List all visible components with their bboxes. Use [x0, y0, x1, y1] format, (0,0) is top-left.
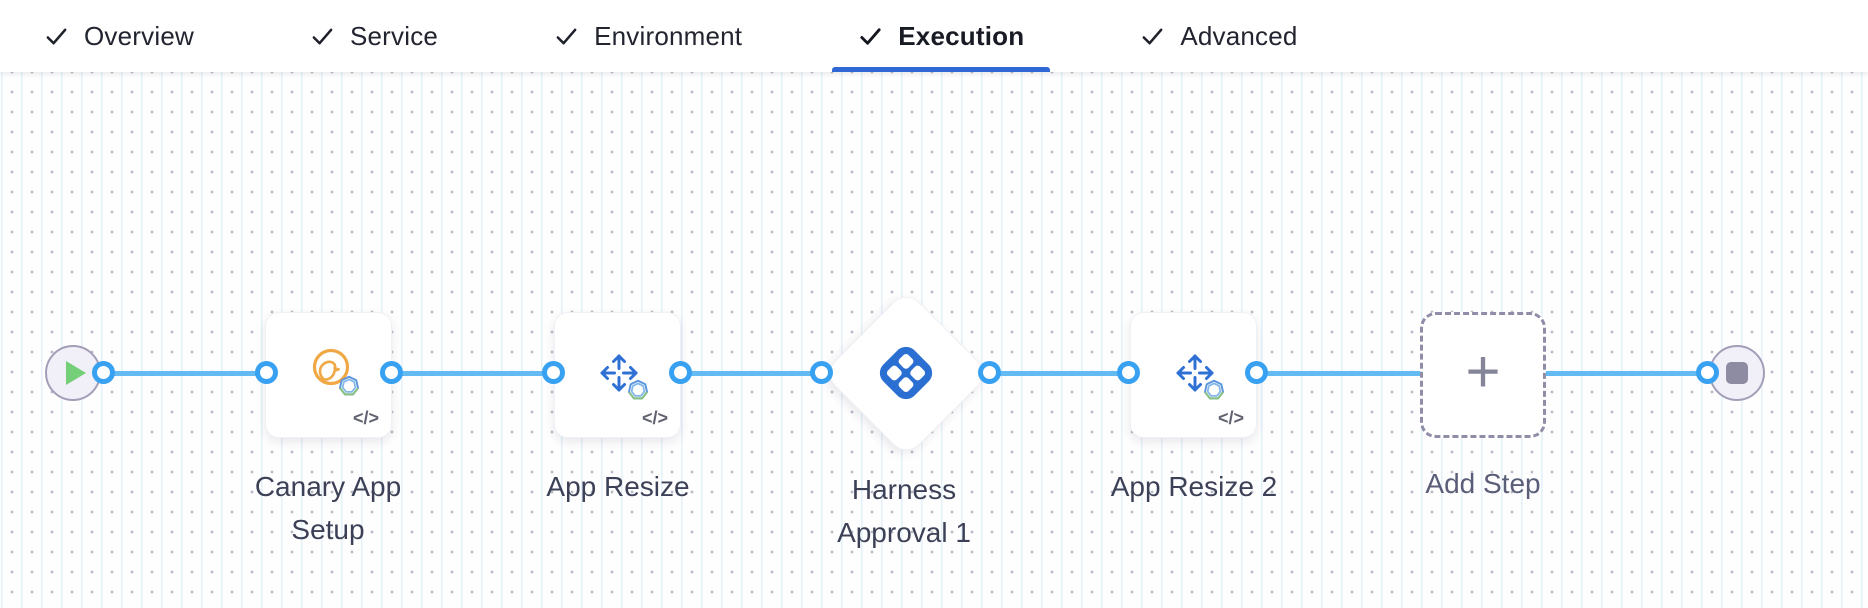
- check-icon: [556, 28, 577, 44]
- pipeline-start-node[interactable]: [45, 345, 101, 401]
- tab-service[interactable]: Service: [284, 0, 464, 72]
- gear-badge-icon: [1203, 379, 1225, 400]
- step-node-canary-app-setup[interactable]: </>: [265, 312, 392, 438]
- pipeline-canvas[interactable]: </> </>: [0, 72, 1868, 608]
- template-icon: </>: [641, 408, 668, 428]
- active-tab-underline: [832, 67, 1051, 72]
- check-icon: [46, 28, 67, 44]
- tab-label: Advanced: [1180, 20, 1298, 51]
- node-label-harness-approval-1: Harness Approval 1: [837, 474, 971, 548]
- resize-arrows-icon: [600, 354, 638, 392]
- connector-point[interactable]: [1117, 361, 1140, 384]
- template-icon: </>: [352, 408, 379, 428]
- node-label-app-resize: App Resize: [546, 471, 690, 502]
- play-icon: [66, 361, 86, 385]
- stop-icon: [1726, 362, 1748, 384]
- connector-line: [990, 371, 1129, 376]
- step-node-app-resize-2[interactable]: </>: [1130, 312, 1257, 438]
- template-icon: </>: [1217, 408, 1244, 428]
- approval-node-harness-approval-1[interactable]: [822, 289, 991, 458]
- connector-line: [392, 371, 554, 376]
- check-icon: [860, 27, 881, 45]
- connector-point[interactable]: [1696, 361, 1719, 384]
- pipeline-stage-tabbar: Overview Service Environment Execution A…: [0, 0, 1868, 72]
- node-label-add-step: Add Step: [1425, 468, 1541, 499]
- node-label-app-resize-2: App Resize 2: [1110, 471, 1278, 502]
- tab-label: Execution: [898, 20, 1025, 51]
- connector-point[interactable]: [1245, 361, 1268, 384]
- tab-environment[interactable]: Environment: [528, 0, 768, 72]
- connector-point[interactable]: [978, 361, 1001, 384]
- check-icon: [312, 28, 333, 44]
- gear-badge-icon: [338, 375, 360, 396]
- canary-bird-icon: [312, 348, 350, 386]
- check-icon: [1142, 28, 1163, 44]
- gear-badge-icon: [627, 379, 649, 400]
- connector-point[interactable]: [255, 361, 278, 384]
- tab-label: Service: [349, 20, 439, 51]
- tab-label: Overview: [84, 20, 194, 51]
- resize-arrows-icon: [1176, 354, 1214, 392]
- connector-point[interactable]: [380, 361, 403, 384]
- connector-point[interactable]: [810, 361, 833, 384]
- connector-line: [104, 371, 267, 376]
- plus-icon: +: [1465, 338, 1501, 405]
- add-step-button[interactable]: +: [1420, 312, 1546, 438]
- tab-execution[interactable]: Execution: [832, 0, 1051, 72]
- tab-advanced[interactable]: Advanced: [1114, 0, 1323, 72]
- tab-overview[interactable]: Overview: [18, 0, 220, 72]
- tab-label: Environment: [594, 20, 743, 51]
- connector-point[interactable]: [92, 361, 115, 384]
- connector-point[interactable]: [542, 361, 565, 384]
- connector-line: [681, 371, 822, 376]
- node-label-canary-app-setup: Canary App Setup: [254, 471, 402, 545]
- step-node-app-resize[interactable]: </>: [554, 312, 681, 438]
- connector-point[interactable]: [669, 361, 692, 384]
